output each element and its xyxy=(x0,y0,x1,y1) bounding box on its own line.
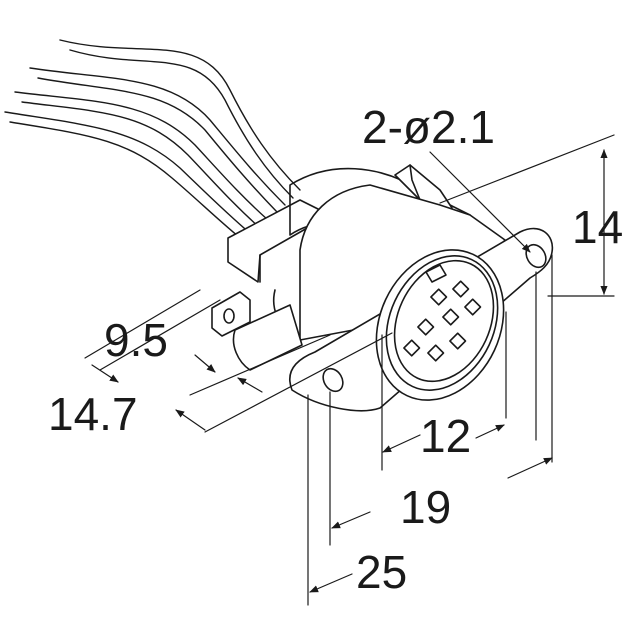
dim-line-14-7b xyxy=(175,409,206,431)
contact-pin xyxy=(452,280,470,298)
label-height: 14 xyxy=(572,201,623,253)
dim-line-19b xyxy=(507,457,553,479)
contact-pin xyxy=(417,318,435,336)
dimension-labels: 2-ø2.1 14 9.5 14.7 12 19 25 xyxy=(48,101,623,598)
contact-pins xyxy=(403,280,482,362)
connector-body xyxy=(232,184,506,371)
contact-pin xyxy=(430,288,448,306)
socket-face xyxy=(375,249,505,401)
mounting-hole-left xyxy=(322,367,344,393)
label-hole-pitch: 19 xyxy=(400,481,451,533)
dim-line-25 xyxy=(309,573,353,593)
dim-line-19 xyxy=(331,511,371,529)
solder-lug xyxy=(211,291,251,337)
contact-pin xyxy=(403,339,421,357)
dim-line-9-5 xyxy=(194,354,216,373)
dim-line-14-7 xyxy=(91,364,119,383)
lead-wires xyxy=(4,39,301,243)
dimension-lines xyxy=(91,149,608,593)
dim-line-12b xyxy=(475,424,505,439)
contact-pin xyxy=(464,298,482,316)
label-depth-short: 9.5 xyxy=(104,314,168,366)
label-overall-width: 25 xyxy=(356,546,407,598)
dim-line-12 xyxy=(382,434,421,453)
contact-pin xyxy=(442,308,460,326)
dim-line-9-5b xyxy=(237,377,263,393)
label-depth-long: 14.7 xyxy=(48,388,138,440)
label-hole-spec: 2-ø2.1 xyxy=(362,101,495,153)
contact-pin xyxy=(427,344,445,362)
dim-line-hole xyxy=(429,151,531,253)
label-inner-diameter: 12 xyxy=(420,410,471,462)
contact-pin xyxy=(449,332,467,350)
extension-lines xyxy=(84,134,615,606)
